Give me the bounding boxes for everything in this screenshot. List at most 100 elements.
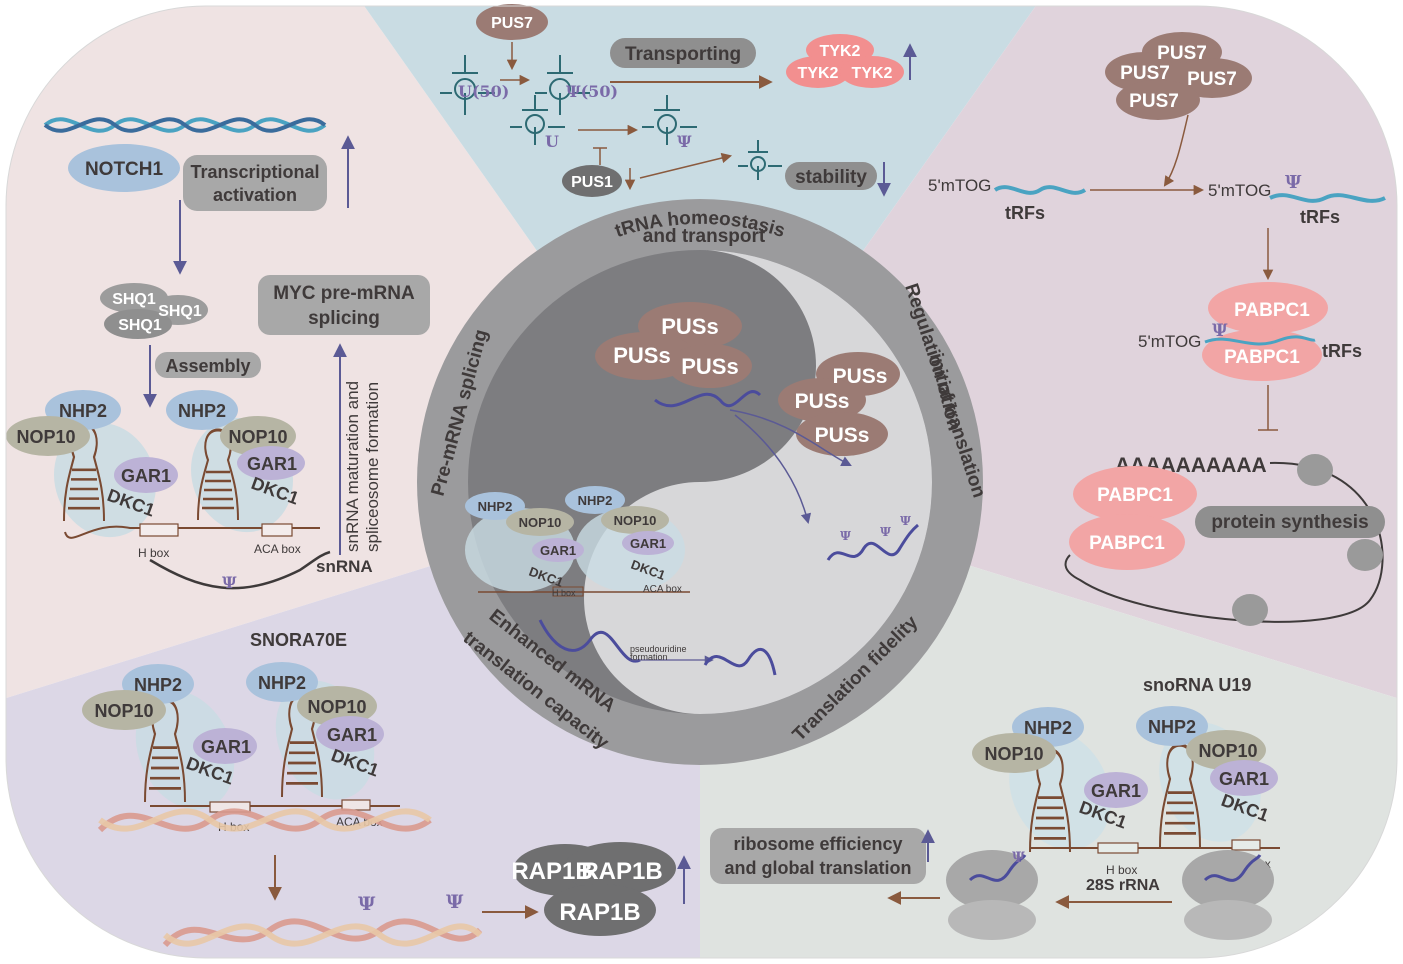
svg-text:H box: H box [138,546,169,560]
svg-text:Ψ: Ψ [677,132,692,151]
left-snornp: NHP2 NOP10 GAR1 DKC1 NHP2 NOP10 GAR1 DKC… [6,390,373,592]
myc-badge [258,275,430,335]
svg-text:NOP10: NOP10 [228,427,287,447]
svg-text:activation: activation [213,185,297,205]
svg-text:tRFs: tRFs [1300,207,1340,227]
svg-text:ACA box: ACA box [643,584,682,595]
svg-text:PABPC1: PABPC1 [1089,533,1165,554]
svg-text:Ψ: Ψ [222,573,237,592]
pus7-cluster: PUS7 PUS7 PUS7 PUS7 [1105,32,1252,120]
svg-text:and global translation: and global translation [724,858,911,878]
svg-text:NOP10: NOP10 [94,701,153,721]
svg-text:5'mTOG: 5'mTOG [1208,181,1271,200]
svg-text:NHP2: NHP2 [59,401,107,421]
svg-text:SHQ1: SHQ1 [112,291,156,308]
svg-text:GAR1: GAR1 [1219,769,1269,789]
svg-text:tRFs: tRFs [1005,203,1045,223]
puss-cluster-2: PUSs PUSs PUSs [778,352,900,456]
svg-text:spliceosome formation: spliceosome formation [363,382,382,552]
svg-text:PUSs: PUSs [613,343,670,368]
svg-text:RAP1B: RAP1B [559,899,640,926]
svg-text:RAP1B: RAP1B [511,858,592,885]
stability-badge [785,162,877,190]
svg-text:GAR1: GAR1 [630,536,666,551]
svg-text:snRNA: snRNA [316,557,373,576]
shq1-cluster: SHQ1 SHQ1 SHQ1 [100,283,208,339]
notch1 [68,144,180,192]
trna-u [510,95,565,145]
svg-text:PUS7: PUS7 [1120,63,1170,84]
svg-text:5'mTOG: 5'mTOG [928,176,991,195]
ribosome-badge [710,828,926,884]
svg-text:PUSs: PUSs [795,390,850,413]
bl-mrna-strand-2 [98,808,432,832]
trna-psi50 [535,55,590,115]
central-ring [417,199,983,765]
pus7-top [476,4,548,40]
svg-text:PUS1: PUS1 [571,174,613,191]
svg-text:Ψ: Ψ [1212,321,1228,341]
svg-text:SHQ1: SHQ1 [118,317,162,334]
br-snornp: NHP2 NOP10 GAR1 DKC1 NHP2 NOP10 GAR1 DKC… [972,706,1280,877]
svg-text:GAR1: GAR1 [247,454,297,474]
svg-text:GAR1: GAR1 [1091,781,1141,801]
svg-text:stability: stability [795,167,867,188]
bl-mrna-strand-4 [163,923,483,947]
svg-text:U: U [545,132,559,151]
svg-text:TYK2: TYK2 [798,65,839,82]
svg-text:PUSs: PUSs [661,314,718,339]
svg-text:NOP10: NOP10 [16,427,75,447]
svg-text:snoRNA U19: snoRNA U19 [1143,675,1251,695]
svg-text:PUS7: PUS7 [1187,69,1237,90]
svg-text:Ψ: Ψ [840,529,851,543]
svg-text:NOP10: NOP10 [519,515,562,530]
svg-text:NOP10: NOP10 [307,697,366,717]
svg-text:GAR1: GAR1 [121,466,171,486]
svg-text:Ψ: Ψ [900,514,911,528]
svg-text:Ψ: Ψ [880,525,891,539]
center-arrow-2 [734,414,812,525]
svg-text:28S rRNA: 28S rRNA [1086,877,1160,894]
pseudouridine-label-1: pseudouridine [630,644,687,654]
svg-text:Assembly: Assembly [165,356,250,376]
svg-text:TYK2: TYK2 [852,65,893,82]
svg-text:5'mTOG: 5'mTOG [1138,332,1201,351]
center-rna-3 [703,647,777,676]
svg-text:NHP2: NHP2 [578,493,613,508]
trna-u50 [440,55,495,115]
top-section: PUS7 U(50) Ψ(50) Transporting TYK2 TYK2 … [440,4,917,197]
pseudouridine-label-2: formation [630,652,668,662]
ribosome-left: Ψ [946,850,1038,940]
pabpc1-pair: PABPC1 PABPC1 [1202,282,1328,381]
svg-text:SNORA70E: SNORA70E [250,630,347,650]
svg-text:Ψ: Ψ [1285,172,1302,193]
bl-snornp: NHP2 NOP10 GAR1 DKC1 NHP2 NOP10 GAR1 DKC… [82,662,400,834]
svg-text:ACA box: ACA box [254,542,301,556]
svg-text:NHP2: NHP2 [1024,718,1072,738]
left-section: NOTCH1 Transcriptional activation SHQ1 S… [6,117,430,592]
outer-frame [5,5,1398,959]
svg-text:PUSs: PUSs [681,354,738,379]
svg-text:PUS7: PUS7 [491,15,533,32]
svg-text:Ψ: Ψ [446,891,464,913]
center-snornp: NHP2 NOP10 GAR1 DKC1 NHP2 NOP10 GAR1 DKC… [465,486,690,598]
inhibit-bar [1258,385,1278,431]
svg-text:U(50): U(50) [458,82,509,101]
svg-text:PABPC1: PABPC1 [1097,485,1173,506]
center-content: PUSs PUSs PUSs PUSs PUSs PUSs Ψ Ψ Ψ [465,302,919,676]
svg-text:MYC pre-mRNA: MYC pre-mRNA [273,283,415,304]
svg-text:Transcriptional: Transcriptional [190,162,319,182]
center-rna [654,390,762,408]
right-section: PUS7 PUS7 PUS7 PUS7 5'mTOG tRFs 5'mTOG Ψ… [928,32,1386,626]
pus1-inhibit [593,147,607,165]
protein-synthesis-badge [1195,506,1385,538]
svg-text:PUSs: PUSs [833,365,888,388]
svg-text:PUSs: PUSs [815,424,870,447]
svg-text:Ψ: Ψ [1012,850,1025,866]
svg-text:NHP2: NHP2 [478,499,513,514]
center-arrow-1 [729,409,852,466]
ring-label-trna-2: and transport [643,226,766,247]
svg-text:NOP10: NOP10 [614,513,657,528]
svg-text:PUS7: PUS7 [1129,91,1179,112]
